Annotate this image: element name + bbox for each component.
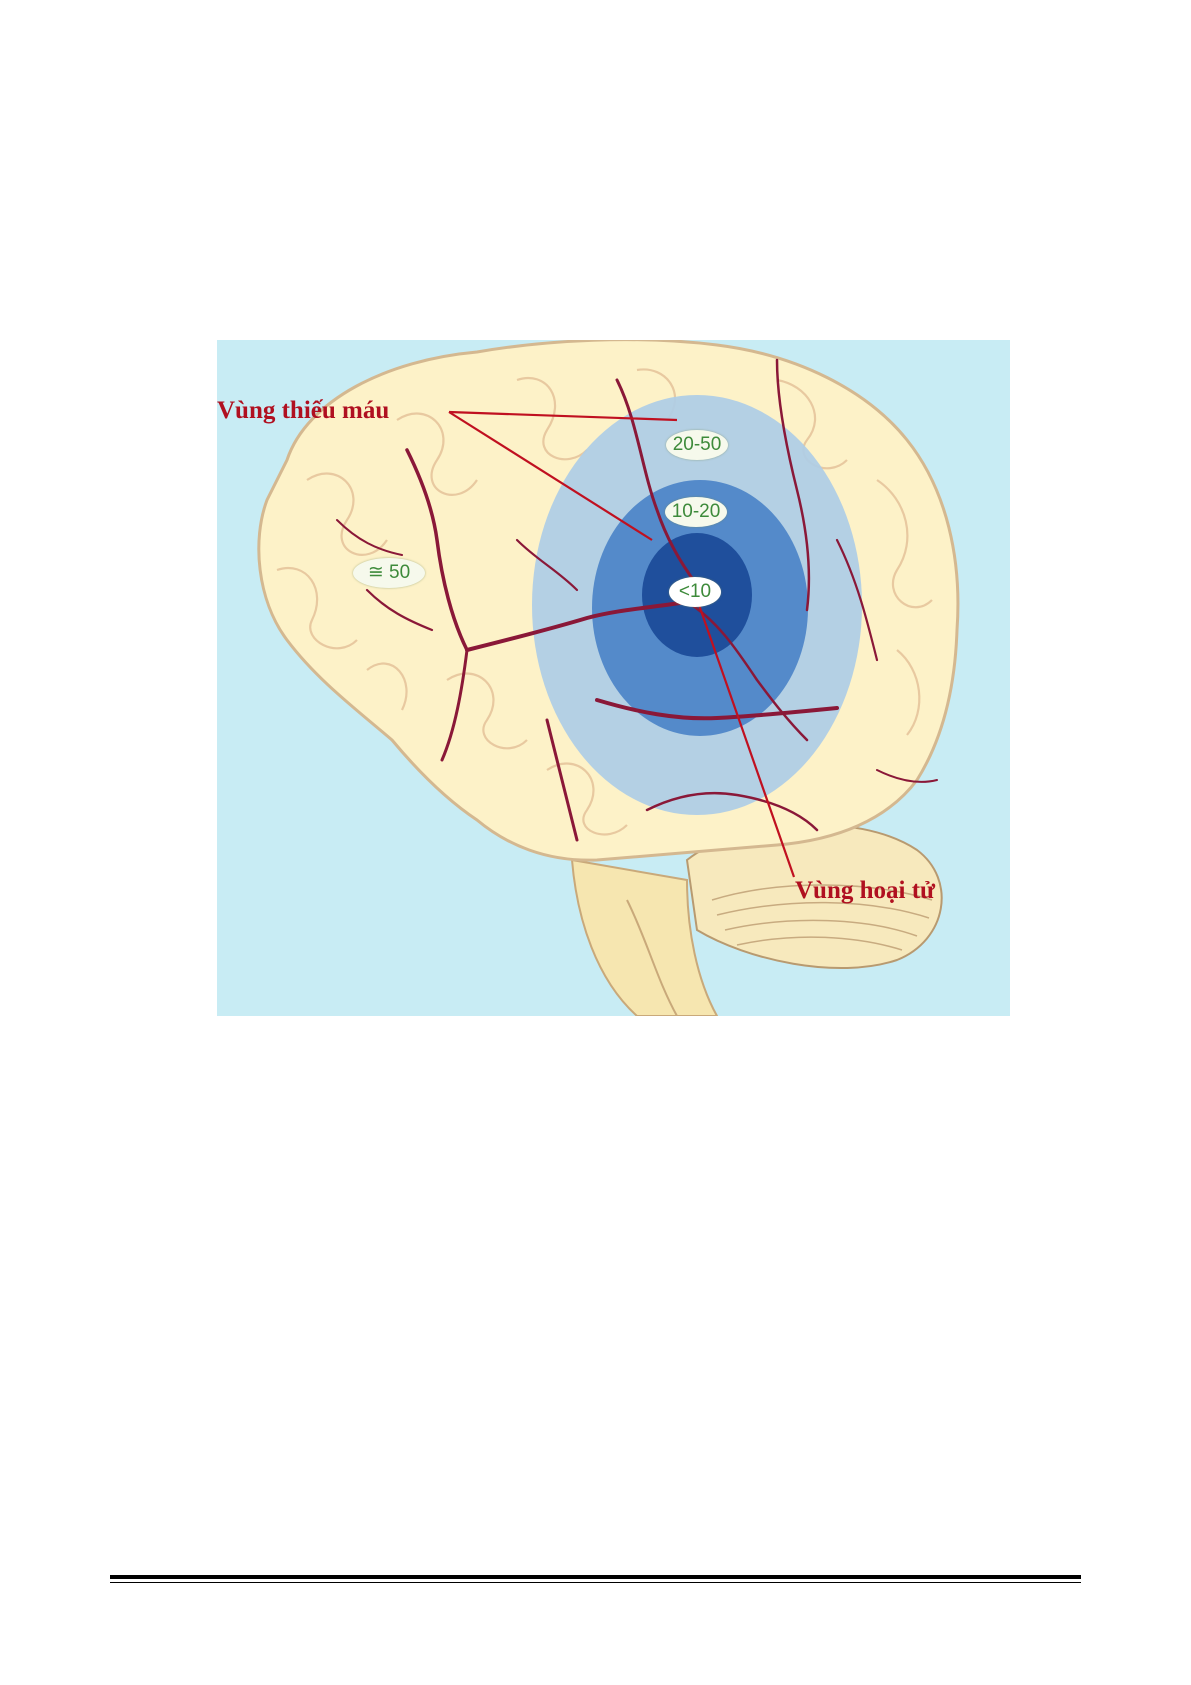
brain-illustration bbox=[217, 340, 1010, 1016]
healthy-flow-badge: ≅ 50 bbox=[353, 558, 425, 588]
footer-rule bbox=[110, 1575, 1081, 1579]
middle-ring-flow-badge: 10-20 bbox=[665, 497, 727, 527]
footer-rule-secondary bbox=[110, 1582, 1081, 1583]
ischemic-zone-label: Vùng thiếu máu bbox=[217, 398, 389, 423]
necrosis-zone-label: Vùng hoại tử bbox=[795, 878, 935, 903]
brain-ischemia-figure: Vùng thiếu máu Vùng hoại tử ≅ 50 20-50 1… bbox=[217, 340, 1010, 1016]
outer-ring-flow-badge: 20-50 bbox=[666, 430, 728, 460]
core-flow-badge: <10 bbox=[669, 577, 721, 607]
